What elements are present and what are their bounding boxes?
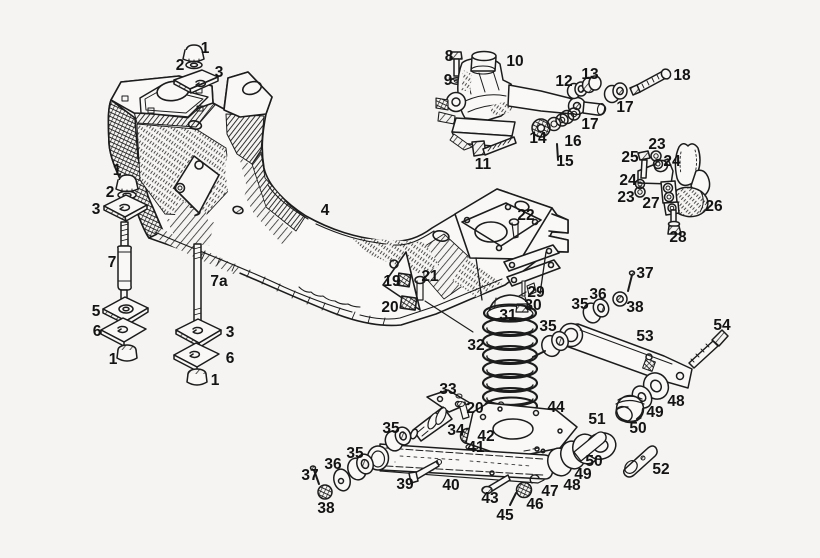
svg-text:3: 3 bbox=[226, 324, 235, 341]
svg-text:26: 26 bbox=[705, 198, 723, 215]
svg-text:13: 13 bbox=[581, 66, 599, 83]
svg-text:24: 24 bbox=[619, 172, 637, 189]
svg-text:3: 3 bbox=[92, 201, 101, 218]
svg-text:18: 18 bbox=[673, 67, 691, 84]
svg-text:37: 37 bbox=[636, 265, 653, 282]
svg-text:40: 40 bbox=[442, 477, 459, 494]
svg-text:17: 17 bbox=[616, 99, 633, 116]
svg-text:9: 9 bbox=[444, 72, 453, 89]
svg-text:38: 38 bbox=[626, 299, 644, 316]
svg-text:14: 14 bbox=[529, 130, 547, 147]
svg-text:29: 29 bbox=[527, 284, 545, 301]
svg-text:52: 52 bbox=[652, 461, 669, 478]
svg-text:46: 46 bbox=[526, 496, 544, 513]
svg-text:1: 1 bbox=[113, 162, 122, 179]
svg-text:5: 5 bbox=[92, 303, 101, 320]
svg-text:39: 39 bbox=[396, 476, 414, 493]
svg-text:47: 47 bbox=[541, 483, 558, 500]
svg-text:41: 41 bbox=[467, 439, 485, 456]
svg-text:4: 4 bbox=[321, 202, 330, 219]
svg-text:27: 27 bbox=[642, 195, 659, 212]
svg-text:49: 49 bbox=[646, 404, 664, 421]
svg-text:35: 35 bbox=[571, 296, 589, 313]
svg-text:19: 19 bbox=[383, 273, 401, 290]
svg-text:3: 3 bbox=[215, 64, 224, 81]
svg-text:44: 44 bbox=[547, 399, 565, 416]
svg-text:28: 28 bbox=[669, 229, 687, 246]
svg-text:12: 12 bbox=[555, 73, 572, 90]
svg-text:35: 35 bbox=[346, 445, 364, 462]
svg-text:20: 20 bbox=[466, 400, 483, 417]
svg-text:7: 7 bbox=[108, 254, 117, 271]
svg-text:16: 16 bbox=[564, 133, 582, 150]
svg-text:30: 30 bbox=[524, 297, 541, 314]
svg-text:7a: 7a bbox=[210, 273, 228, 290]
svg-text:37: 37 bbox=[301, 467, 318, 484]
svg-text:10: 10 bbox=[506, 53, 523, 70]
svg-text:35: 35 bbox=[539, 318, 557, 335]
svg-text:21: 21 bbox=[421, 268, 439, 285]
svg-text:1: 1 bbox=[211, 372, 220, 389]
svg-text:31: 31 bbox=[499, 307, 517, 324]
svg-text:54: 54 bbox=[713, 317, 731, 334]
svg-text:24: 24 bbox=[663, 153, 681, 170]
svg-text:22: 22 bbox=[517, 207, 534, 224]
svg-text:20: 20 bbox=[381, 299, 398, 316]
svg-text:49: 49 bbox=[574, 466, 592, 483]
svg-text:53: 53 bbox=[636, 328, 654, 345]
svg-text:48: 48 bbox=[563, 477, 581, 494]
svg-text:23: 23 bbox=[648, 136, 666, 153]
svg-text:42: 42 bbox=[477, 428, 494, 445]
svg-text:50: 50 bbox=[629, 420, 646, 437]
svg-text:50: 50 bbox=[585, 453, 602, 470]
svg-text:35: 35 bbox=[382, 420, 400, 437]
svg-text:38: 38 bbox=[317, 500, 335, 517]
svg-text:11: 11 bbox=[475, 156, 492, 173]
svg-text:15: 15 bbox=[556, 153, 574, 170]
svg-text:17: 17 bbox=[581, 116, 598, 133]
svg-text:36: 36 bbox=[589, 286, 607, 303]
svg-text:48: 48 bbox=[667, 393, 685, 410]
svg-text:2: 2 bbox=[106, 184, 115, 201]
svg-text:23: 23 bbox=[617, 189, 635, 206]
svg-text:1: 1 bbox=[109, 351, 118, 368]
svg-text:43: 43 bbox=[481, 490, 499, 507]
svg-text:33: 33 bbox=[439, 381, 457, 398]
svg-text:6: 6 bbox=[93, 323, 102, 340]
svg-text:8: 8 bbox=[445, 48, 454, 65]
svg-text:45: 45 bbox=[496, 507, 514, 524]
svg-text:36: 36 bbox=[324, 456, 342, 473]
svg-text:32: 32 bbox=[467, 337, 484, 354]
svg-text:34: 34 bbox=[447, 422, 465, 439]
svg-text:51: 51 bbox=[588, 411, 606, 428]
svg-text:1: 1 bbox=[201, 40, 210, 57]
svg-text:2: 2 bbox=[176, 57, 185, 74]
svg-text:25: 25 bbox=[621, 149, 639, 166]
svg-text:6: 6 bbox=[226, 350, 235, 367]
